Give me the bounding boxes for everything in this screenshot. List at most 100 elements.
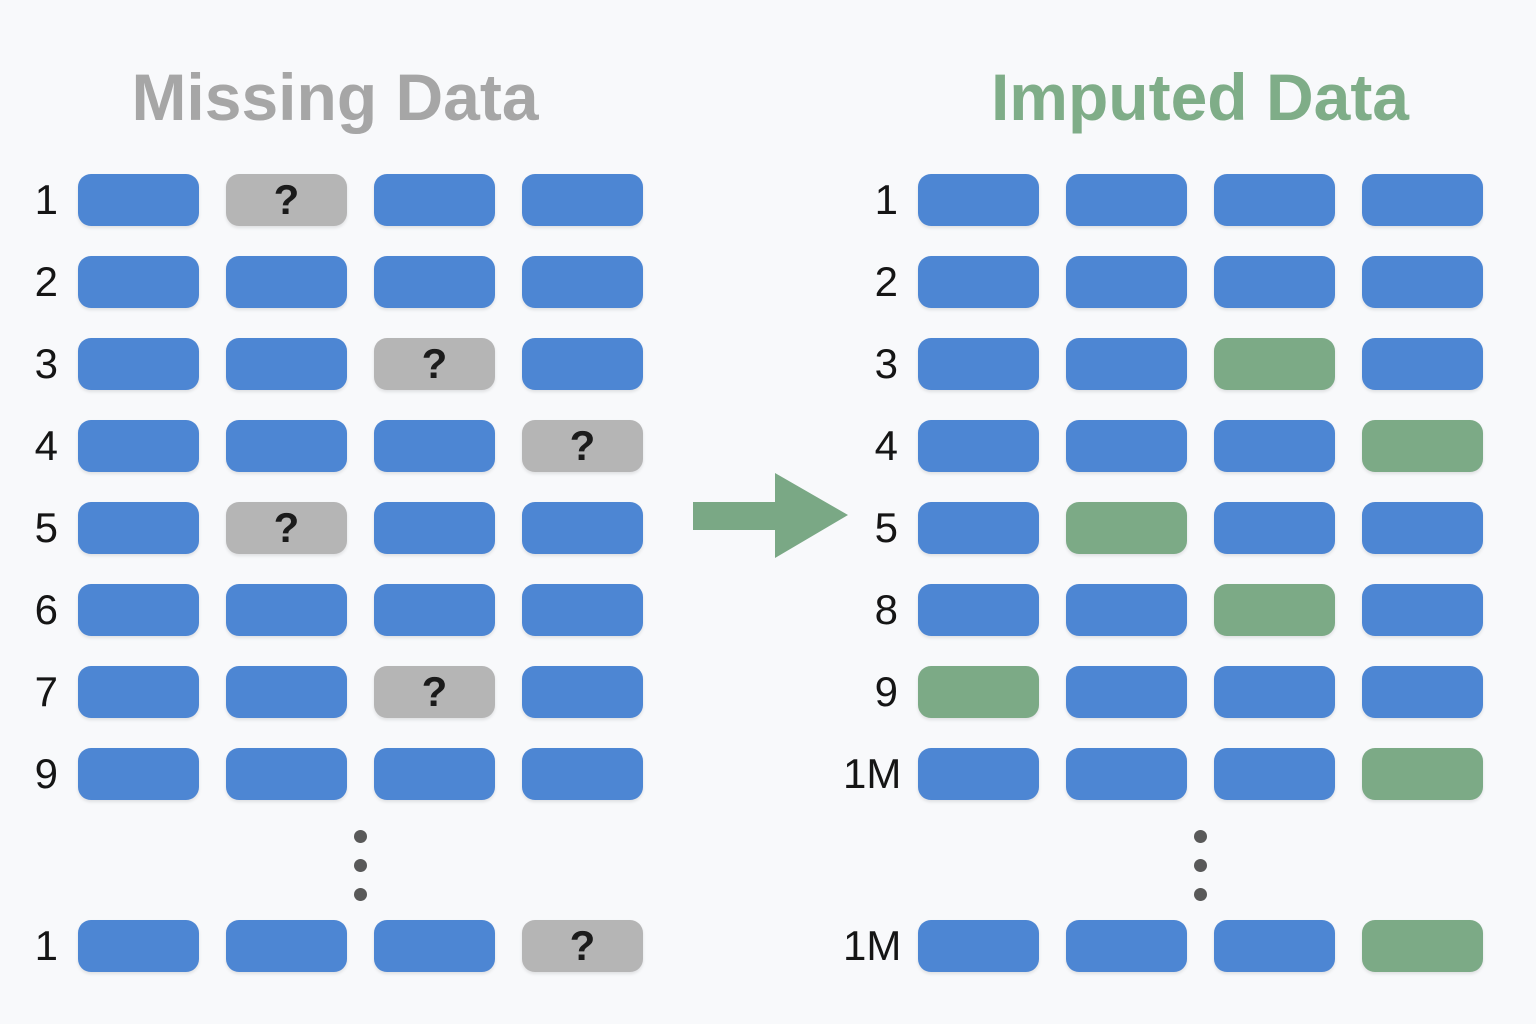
cell-observed bbox=[226, 256, 347, 308]
cell-observed bbox=[1066, 666, 1187, 718]
data-row: 3? bbox=[30, 338, 655, 390]
imputed-data-title: Imputed Data bbox=[990, 60, 1410, 134]
cell-observed bbox=[226, 584, 347, 636]
cell-observed bbox=[1214, 502, 1335, 554]
cell-observed bbox=[1214, 420, 1335, 472]
cell-observed bbox=[918, 174, 1039, 226]
data-row: 1M bbox=[843, 748, 1483, 800]
right-arrow-icon bbox=[693, 473, 848, 558]
row-cells bbox=[918, 502, 1483, 554]
cell-imputed bbox=[918, 666, 1039, 718]
cell-observed bbox=[374, 420, 495, 472]
cell-observed bbox=[226, 420, 347, 472]
row-label: 6 bbox=[34, 586, 58, 633]
ellipsis-dot bbox=[354, 859, 367, 872]
imputation-arrow bbox=[693, 473, 848, 558]
cell-observed bbox=[1066, 748, 1187, 800]
cell-missing: ? bbox=[374, 338, 495, 390]
cell-observed bbox=[918, 420, 1039, 472]
cell-observed bbox=[1362, 256, 1483, 308]
row-cells bbox=[918, 666, 1483, 718]
row-label: 7 bbox=[34, 668, 58, 715]
cell-imputed bbox=[1362, 920, 1483, 972]
ellipsis-dots bbox=[78, 830, 643, 901]
cell-missing: ? bbox=[374, 666, 495, 718]
cell-observed bbox=[1066, 256, 1187, 308]
cell-observed bbox=[374, 502, 495, 554]
cell-observed bbox=[226, 338, 347, 390]
ellipsis-dot bbox=[354, 830, 367, 843]
cell-observed bbox=[78, 666, 199, 718]
row-label: 3 bbox=[874, 340, 898, 387]
row-cells: ? bbox=[78, 502, 643, 554]
row-label: 5 bbox=[34, 504, 58, 551]
row-label: 9 bbox=[874, 668, 898, 715]
cell-observed bbox=[1066, 920, 1187, 972]
cell-observed bbox=[918, 502, 1039, 554]
cell-observed bbox=[226, 920, 347, 972]
data-row: 5 bbox=[843, 502, 1483, 554]
ellipsis-dot bbox=[1194, 859, 1207, 872]
data-row: 5? bbox=[30, 502, 655, 554]
cell-observed bbox=[1066, 174, 1187, 226]
cell-imputed bbox=[1214, 584, 1335, 636]
cell-observed bbox=[1214, 748, 1335, 800]
cell-observed bbox=[1362, 584, 1483, 636]
cell-observed bbox=[522, 584, 643, 636]
cell-observed bbox=[374, 256, 495, 308]
cell-observed bbox=[1066, 420, 1187, 472]
row-cells bbox=[918, 256, 1483, 308]
ellipsis-dot bbox=[1194, 888, 1207, 901]
cell-observed bbox=[78, 256, 199, 308]
row-label: 1 bbox=[874, 176, 898, 223]
row-label: 4 bbox=[874, 422, 898, 469]
cell-observed bbox=[1214, 174, 1335, 226]
cell-observed bbox=[226, 666, 347, 718]
cell-observed bbox=[374, 174, 495, 226]
cell-observed bbox=[1362, 174, 1483, 226]
cell-observed bbox=[78, 174, 199, 226]
row-cells bbox=[918, 420, 1483, 472]
cell-missing: ? bbox=[226, 174, 347, 226]
data-row: 8 bbox=[843, 584, 1483, 636]
data-row: 1? bbox=[30, 174, 655, 226]
row-cells: ? bbox=[78, 920, 643, 972]
cell-observed bbox=[78, 920, 199, 972]
cell-observed bbox=[78, 502, 199, 554]
row-cells bbox=[918, 174, 1483, 226]
cell-observed bbox=[1362, 338, 1483, 390]
data-row: 6 bbox=[30, 584, 655, 636]
data-row: 7? bbox=[30, 666, 655, 718]
cell-observed bbox=[374, 920, 495, 972]
row-cells bbox=[918, 584, 1483, 636]
missing-data-title: Missing Data bbox=[131, 60, 539, 134]
cell-imputed bbox=[1362, 748, 1483, 800]
row-cells bbox=[918, 920, 1483, 972]
row-label: 2 bbox=[874, 258, 898, 305]
cell-observed bbox=[78, 748, 199, 800]
cell-observed bbox=[918, 920, 1039, 972]
row-label: 4 bbox=[34, 422, 58, 469]
data-row: 1? bbox=[30, 920, 655, 972]
ellipsis-dot bbox=[354, 888, 367, 901]
cell-observed bbox=[522, 256, 643, 308]
ellipsis-dot bbox=[1194, 830, 1207, 843]
row-cells: ? bbox=[78, 666, 643, 718]
cell-observed bbox=[522, 748, 643, 800]
cell-observed bbox=[1214, 256, 1335, 308]
cell-imputed bbox=[1214, 338, 1335, 390]
row-cells bbox=[918, 748, 1483, 800]
cell-observed bbox=[374, 748, 495, 800]
cell-observed bbox=[78, 420, 199, 472]
cell-observed bbox=[522, 174, 643, 226]
cell-missing: ? bbox=[226, 502, 347, 554]
row-cells bbox=[918, 338, 1483, 390]
cell-observed bbox=[522, 338, 643, 390]
row-label: 2 bbox=[34, 258, 58, 305]
data-row: 4 bbox=[843, 420, 1483, 472]
row-label: 3 bbox=[34, 340, 58, 387]
ellipsis-dots bbox=[918, 830, 1483, 901]
cell-observed bbox=[1362, 502, 1483, 554]
